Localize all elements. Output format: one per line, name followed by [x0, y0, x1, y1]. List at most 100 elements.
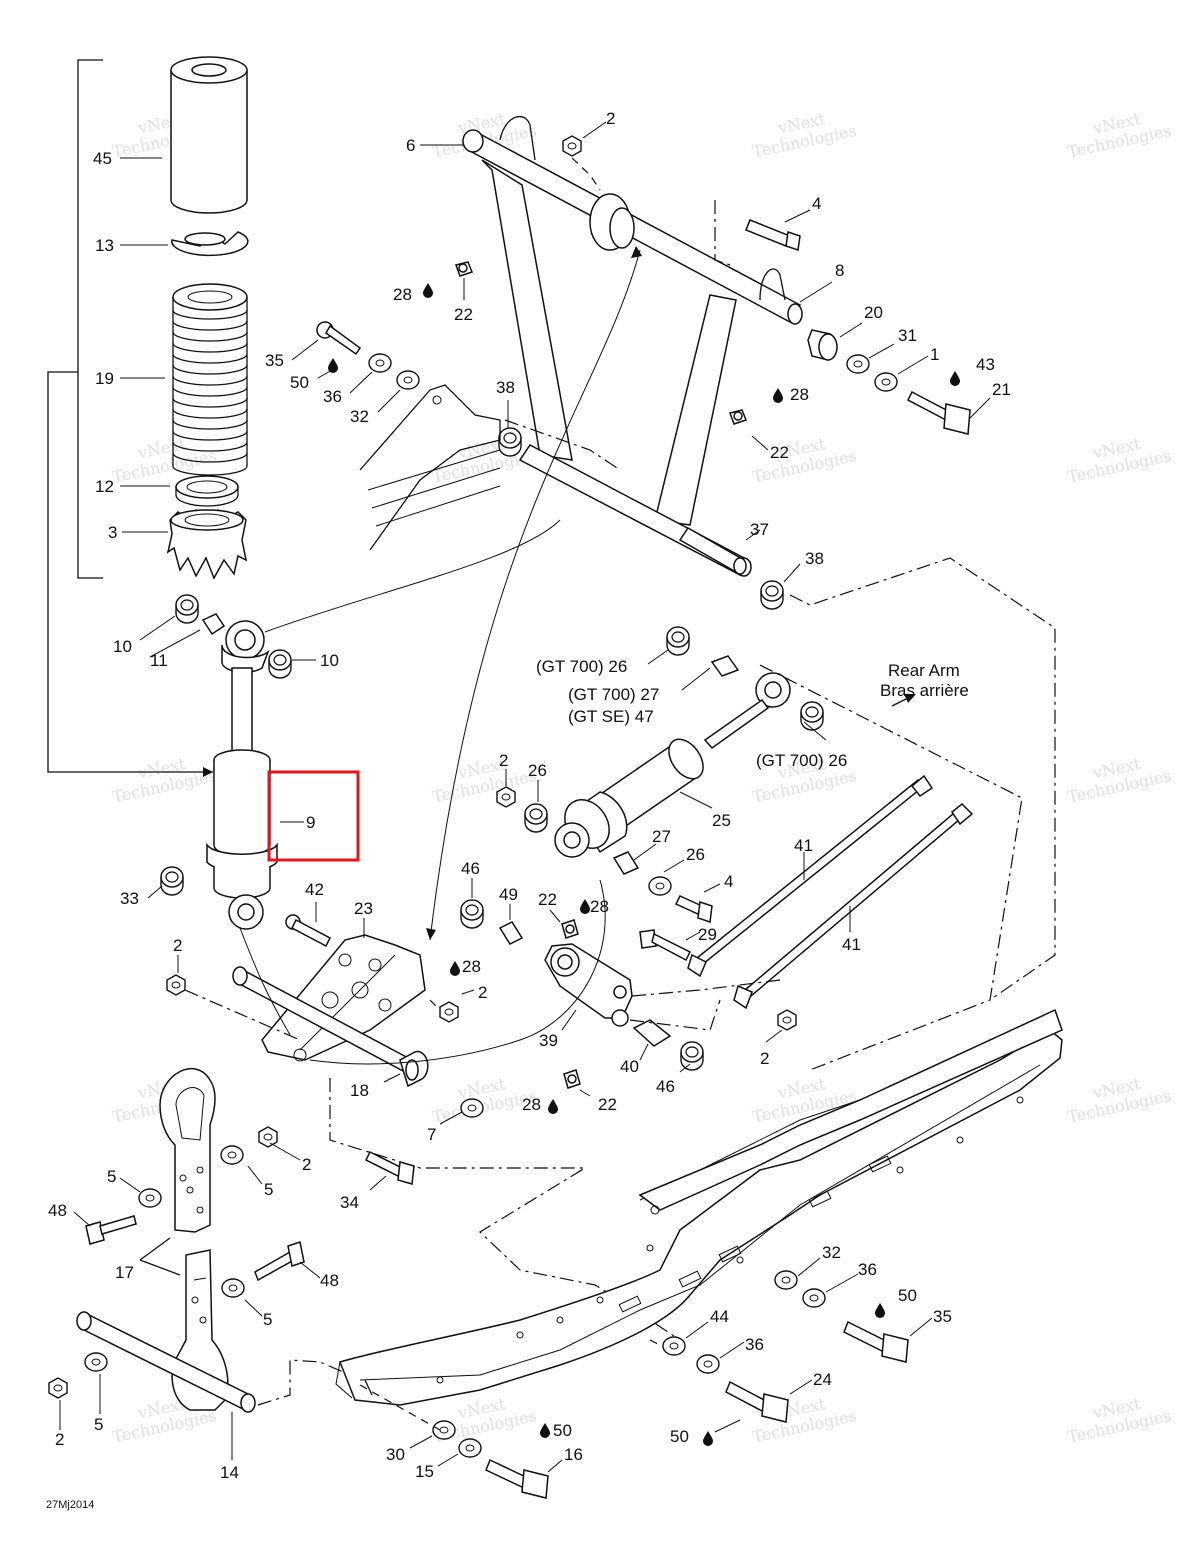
callout-1: 1: [930, 345, 939, 364]
callout-44: 44: [710, 1307, 729, 1326]
callout-36a: 36: [323, 387, 342, 406]
callout-2d: 2: [478, 983, 487, 1002]
shaft-18: [232, 966, 429, 1088]
callout-2c: 2: [499, 751, 508, 770]
rear-shock-part: [554, 672, 791, 858]
bolt-34: [364, 1150, 415, 1185]
spacer-27b: [612, 851, 640, 875]
callout-2g: 2: [55, 1430, 64, 1449]
callout-36b: 36: [858, 1260, 877, 1279]
drop-50a: [328, 358, 338, 373]
callout-7: 7: [427, 1125, 436, 1144]
nut-2f: [258, 1126, 278, 1148]
callout-35a: 35: [265, 351, 284, 370]
rocker-arm-39: [544, 943, 633, 1027]
spacer-11: [201, 613, 226, 636]
callout-19: 19: [95, 369, 114, 388]
callout-5c: 5: [263, 1310, 272, 1329]
callouts: 45 13 19 12 3 10 11 10 9 33 2 6 2 4 8 28…: [48, 109, 1011, 1482]
callout-24: 24: [813, 1370, 832, 1389]
washer-36b: [802, 1288, 826, 1308]
spring-coil-turn: [172, 309, 248, 320]
nut-2c: [496, 786, 516, 808]
axle-14: [76, 1311, 256, 1413]
washer-7: [460, 1098, 484, 1118]
spring-coil-turn: [172, 465, 248, 476]
washer-26d: [648, 876, 672, 896]
callout-2b: 2: [606, 109, 615, 128]
bolt-24: [725, 1380, 789, 1423]
callout-2f: 2: [302, 1155, 311, 1174]
spring-coil-turn: [172, 386, 248, 397]
drop-28c: [580, 899, 590, 914]
shock-absorber-part: [206, 620, 278, 930]
spring-coil-turn: [172, 353, 248, 364]
drop-50b: [875, 1303, 885, 1318]
washer-30: [432, 1420, 456, 1440]
bushing-26c: [524, 803, 548, 833]
callout-15: 15: [415, 1462, 434, 1481]
callout-50c: 50: [670, 1427, 689, 1446]
spring-adjuster-part: [166, 509, 248, 580]
callout-32a: 32: [350, 407, 369, 426]
spring-coil-turn: [172, 430, 248, 441]
washer-5c: [221, 1278, 245, 1298]
bushing-46b: [680, 1041, 704, 1071]
callout-11: 11: [150, 651, 168, 670]
callout-10b: 10: [320, 651, 339, 670]
callout-50d: 50: [553, 1421, 572, 1440]
grease-fitting-22c: [561, 919, 579, 939]
pivot-hardware-right: [807, 329, 971, 435]
callout-27a: (GT 700) 27: [568, 685, 659, 704]
highlight-box-part-9: [267, 770, 360, 862]
callout-29: 29: [698, 925, 717, 944]
callout-43: 43: [976, 355, 995, 374]
callout-22c: 22: [538, 890, 557, 909]
callout-50a: 50: [290, 373, 309, 392]
callout-45: 45: [93, 149, 112, 168]
axle-arm-upper-17: [159, 1067, 216, 1233]
bushing-46a: [460, 899, 484, 929]
callout-28d: 28: [462, 957, 481, 976]
callout-42: 42: [305, 880, 324, 899]
bushing-33: [160, 866, 184, 896]
drop-28d: [450, 961, 460, 976]
callout-49: 49: [499, 885, 518, 904]
spring-coil-turn: [172, 397, 248, 408]
bushing-38b: [760, 580, 784, 610]
spring-coil-turn: [172, 364, 248, 375]
callout-22b: 22: [770, 443, 789, 462]
rear-arm-23: [261, 934, 426, 1062]
callout-2e: 2: [760, 1049, 769, 1068]
callout-12: 12: [95, 477, 114, 496]
callout-leaders: [59, 121, 991, 1473]
callout-30: 30: [386, 1445, 405, 1464]
callout-13: 13: [95, 236, 114, 255]
callout-38b: 38: [805, 549, 824, 568]
bolt-48a: [85, 1215, 137, 1245]
callout-6: 6: [406, 136, 415, 155]
callout-9: 9: [306, 813, 315, 832]
spring-coil-turn: [172, 375, 248, 386]
callout-48b: 48: [320, 1271, 339, 1290]
bolt-35b: [843, 1320, 909, 1363]
rear-arm-label-en: Rear Arm: [888, 661, 960, 680]
grease-fitting-22d: [563, 1069, 581, 1089]
callout-48a: 48: [48, 1201, 67, 1220]
callout-2a: 2: [173, 936, 182, 955]
washer-5a: [220, 1145, 244, 1165]
link-rods-41: [687, 774, 974, 1010]
washer-5b: [138, 1188, 162, 1208]
rear-arm-label-fr: Bras arrière: [880, 681, 969, 700]
spacer-27a: [710, 655, 740, 677]
drop-50d: [540, 1423, 550, 1438]
callout-10a: 10: [113, 637, 132, 656]
callout-41b: 41: [842, 935, 861, 954]
callout-25: 25: [712, 811, 731, 830]
slide-rail-part: [335, 1008, 1063, 1406]
shock-group-bracket: [47, 59, 213, 777]
frame-rail-top-left: [359, 384, 501, 551]
spring-boot-part: [170, 56, 248, 214]
callout-38a: 38: [496, 378, 515, 397]
spring-coil-turn: [172, 441, 248, 452]
